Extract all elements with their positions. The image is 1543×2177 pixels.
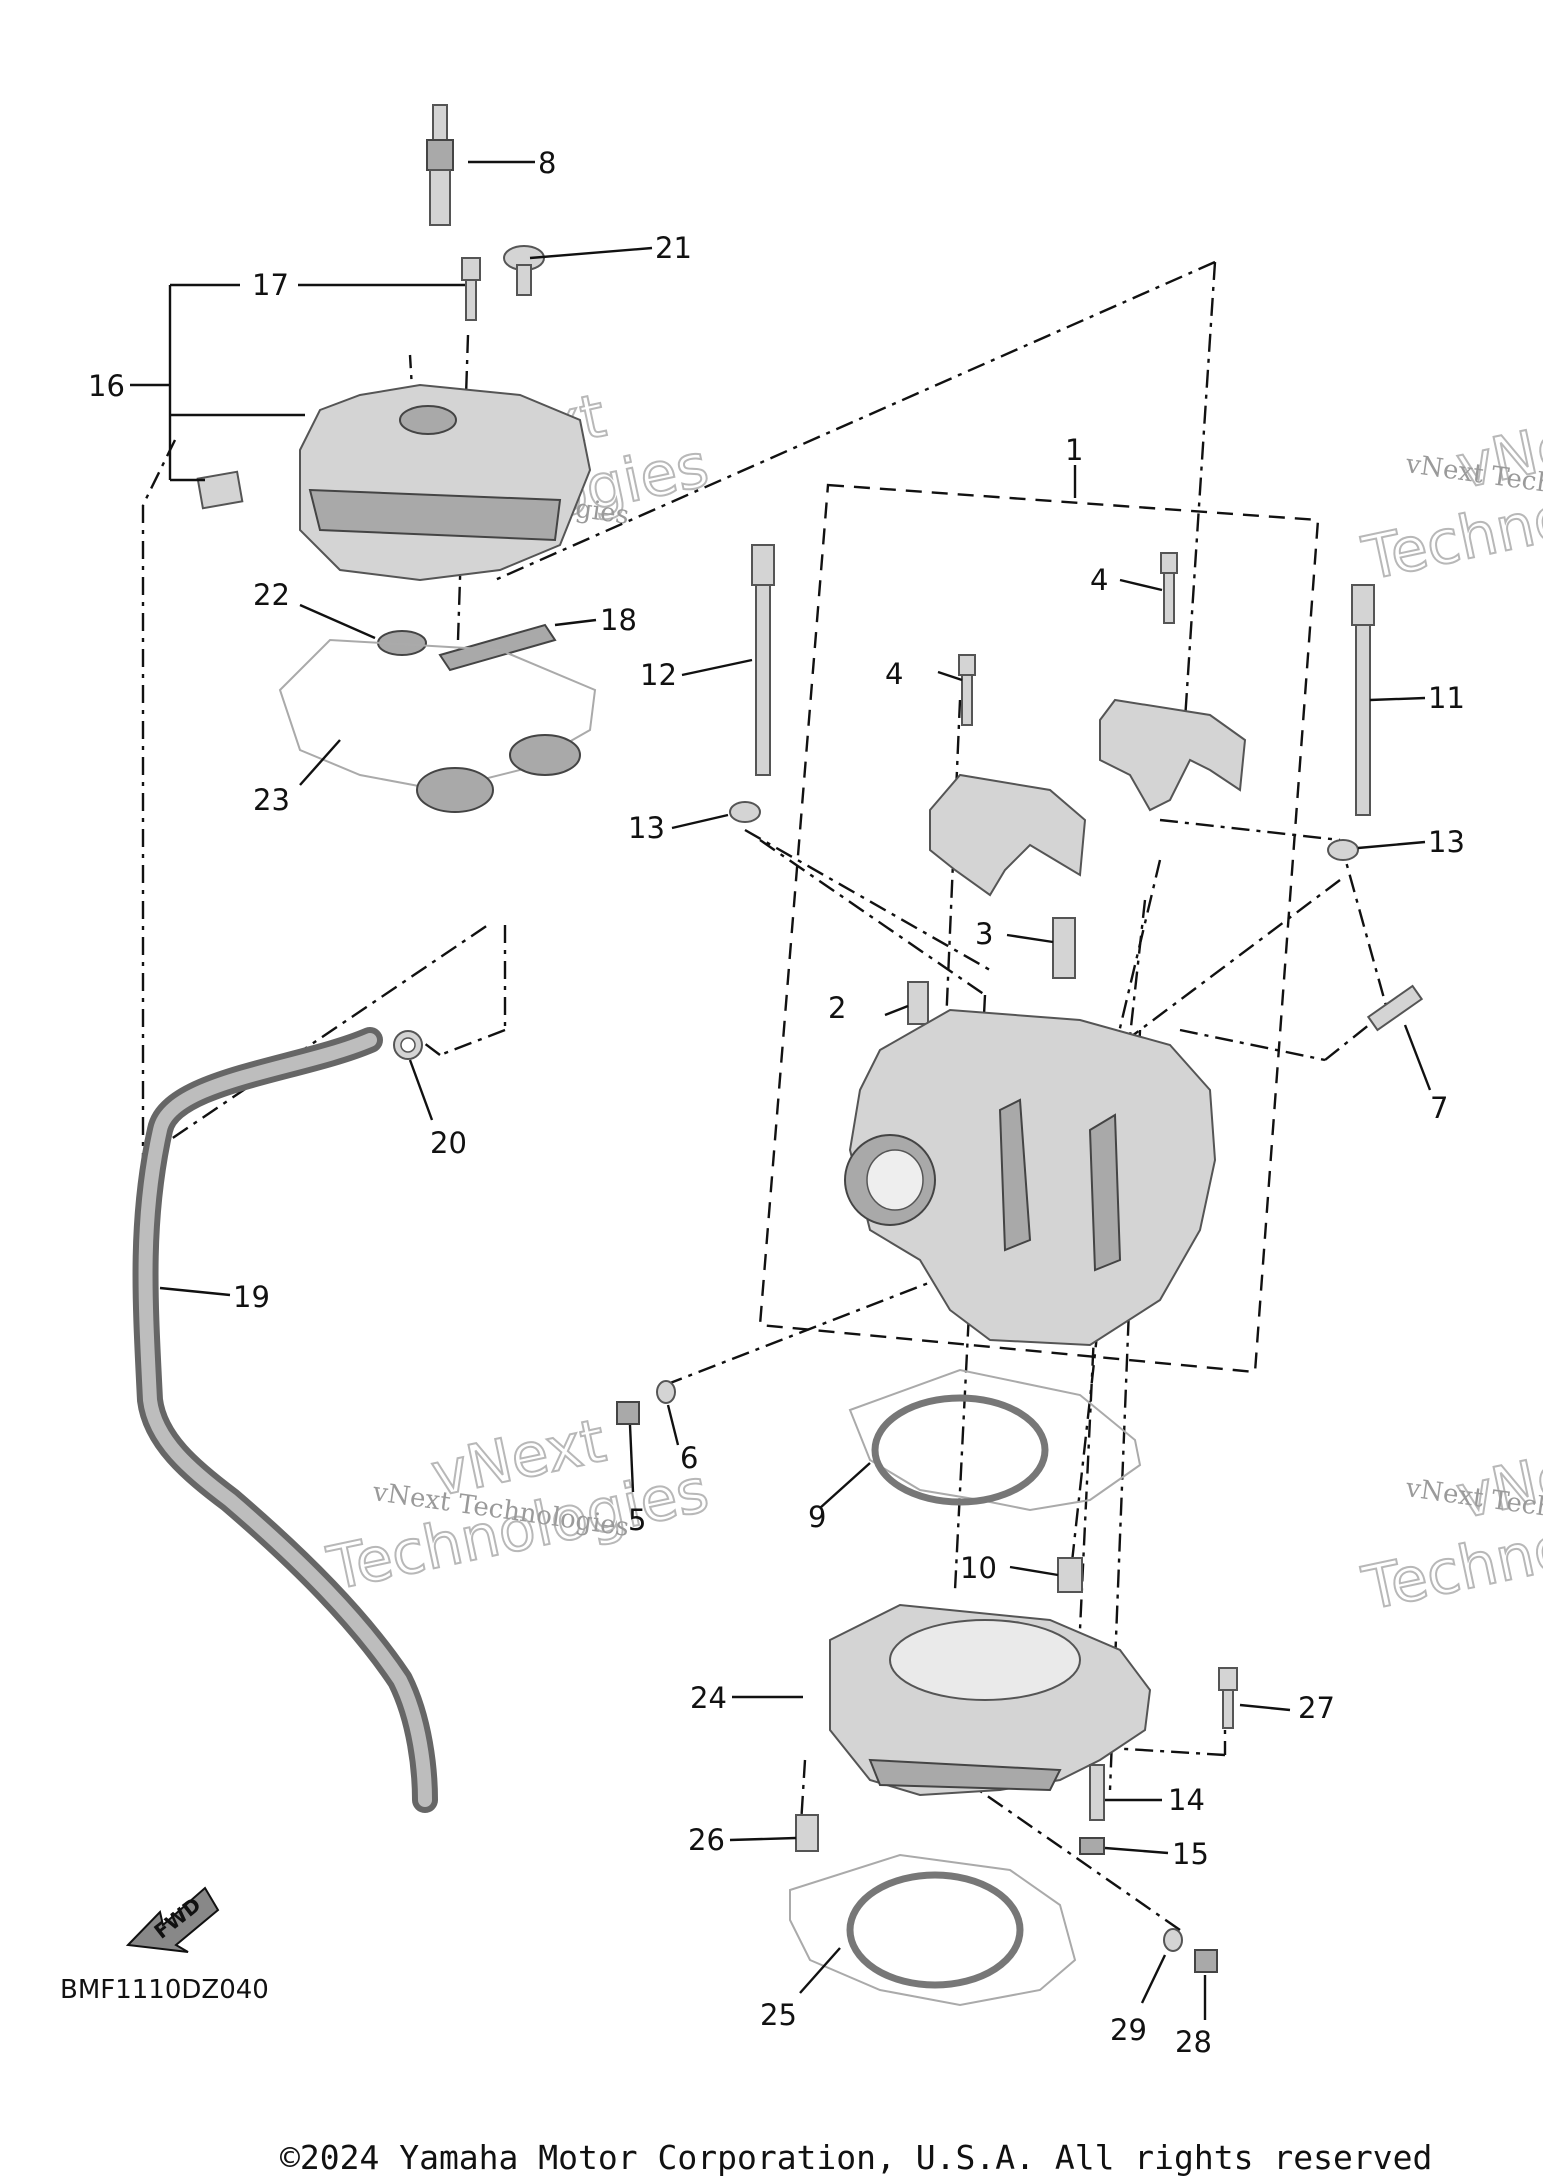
dowel-10 [1057,1557,1083,1593]
cylinder-24 [829,1603,1152,1797]
label-26: 26 [688,1823,725,1857]
label-28: 28 [1175,2025,1212,2059]
oring-29 [1163,1928,1183,1952]
bolt-11 [1351,584,1375,816]
label-13-right: 13 [1428,825,1465,859]
fwd-arrow-icon: FWD [125,1886,220,1953]
clamp-20 [393,1030,423,1060]
bolt-17 [461,257,481,321]
leader-lines [130,160,1432,2020]
label-17: 17 [252,268,289,302]
label-12: 12 [640,658,677,692]
drawing-code: BMF1110DZ040 [60,1975,269,2005]
label-21: 21 [655,231,692,265]
label-4-right: 4 [1090,563,1108,597]
label-1: 1 [1065,433,1083,467]
label-24: 24 [690,1681,727,1715]
oring-6 [656,1380,676,1404]
label-2: 2 [828,991,846,1025]
cam-cap-left [929,773,1087,897]
cylinder-head-1 [844,1008,1217,1347]
label-20: 20 [430,1126,467,1160]
label-25: 25 [760,1998,797,2032]
label-11: 11 [1428,681,1465,715]
plate-18 [438,623,557,672]
dowel-2 [907,981,929,1025]
bolt-4-left [958,654,976,726]
head-gasket-9 [848,1368,1142,1512]
plug-5 [616,1401,640,1425]
label-22: 22 [253,578,290,612]
hose-19 [132,1027,438,1813]
spark-plug-8 [426,104,454,226]
label-7: 7 [1430,1091,1448,1125]
assembly-1-outline [758,483,1320,1374]
pin-14 [1089,1764,1105,1821]
label-27: 27 [1298,1691,1335,1725]
label-13-left: 13 [628,811,665,845]
label-3: 3 [975,917,993,951]
label-16: 16 [88,369,125,403]
dowel-26 [795,1814,819,1852]
label-15: 15 [1172,1837,1209,1871]
cam-cap-right [1099,698,1247,812]
label-9: 9 [808,1500,826,1534]
bolt-4-right [1160,552,1178,624]
label-19: 19 [233,1280,270,1314]
label-5: 5 [628,1503,646,1537]
washer-13-right [1327,839,1359,861]
stud-7 [1366,984,1424,1032]
part-labels: 1 2 3 4 4 5 6 7 8 9 10 11 12 13 13 14 15… [88,146,1465,2059]
plug-28 [1194,1949,1218,1973]
label-6: 6 [680,1441,698,1475]
label-10: 10 [960,1551,997,1585]
label-29: 29 [1110,2013,1147,2047]
head-cover-16 [196,383,592,582]
dowel-3 [1052,917,1076,979]
label-14: 14 [1168,1783,1205,1817]
assembly-lines [141,260,1401,1931]
label-4-left: 4 [885,657,903,691]
label-8: 8 [538,146,556,180]
label-23: 23 [253,783,290,817]
bolt-21 [503,245,545,296]
copyright-notice: ©2024 Yamaha Motor Corporation, U.S.A. A… [280,2138,1433,2177]
gasket-23-lobes [416,734,581,813]
nut-15 [1079,1837,1105,1855]
bolt-27 [1218,1667,1238,1729]
bolt-12 [751,544,775,776]
label-18: 18 [600,603,637,637]
washer-13-left [729,801,761,823]
base-gasket-25 [789,1853,1077,2007]
